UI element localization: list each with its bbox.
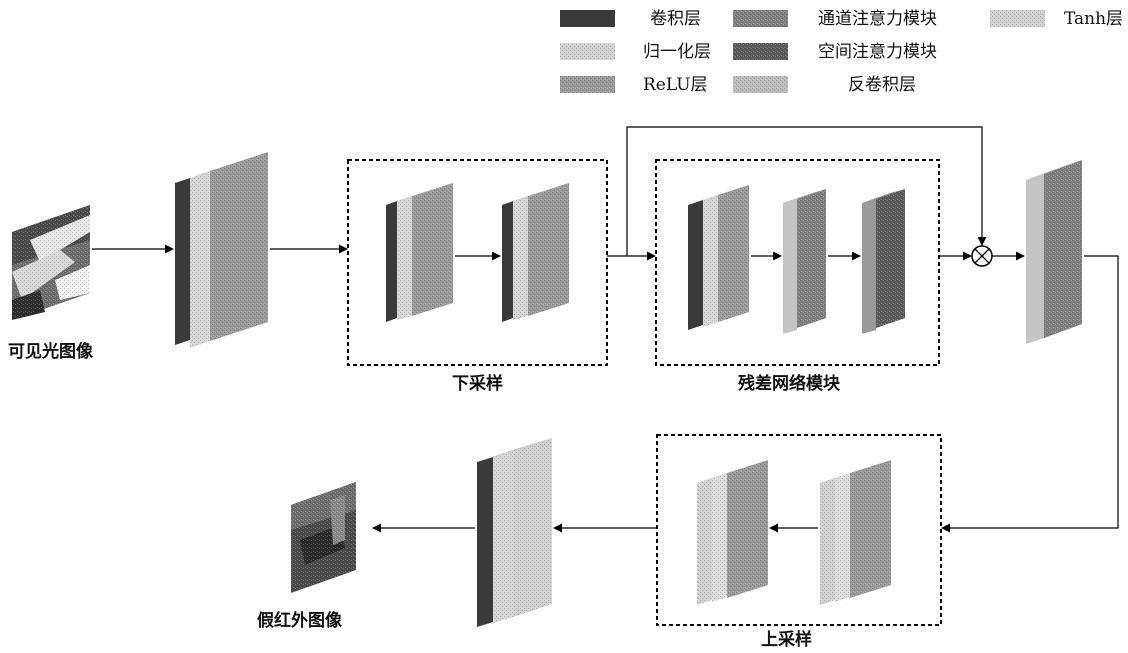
output-conv-block xyxy=(477,438,552,627)
arrow-down-to-upsample xyxy=(941,255,1119,533)
legend-label-relu: ReLU层 xyxy=(643,75,708,95)
legend-label-spatial-attention: 空间注意力模块 xyxy=(818,42,937,62)
legend-label-norm: 归一化层 xyxy=(643,42,711,62)
upsample-label: 上采样 xyxy=(761,629,812,650)
legend-swatch-conv xyxy=(560,10,615,27)
downsample-label: 下采样 xyxy=(452,373,503,394)
spatial-attention-block xyxy=(862,189,905,334)
connectors xyxy=(92,126,1119,533)
residual-conv-block xyxy=(688,185,749,330)
output-image-label: 假红外图像 xyxy=(257,610,343,631)
skip-connection xyxy=(626,126,987,256)
upsample-block-1 xyxy=(697,460,768,605)
legend-label-conv: 卷积层 xyxy=(650,9,701,29)
conv-block-a xyxy=(175,152,268,348)
legend-label-tanh: Tanh层 xyxy=(1064,9,1123,29)
input-image xyxy=(12,205,90,320)
legend-label-deconv: 反卷积层 xyxy=(848,75,916,95)
output-image xyxy=(291,482,356,593)
input-image-label: 可见光图像 xyxy=(8,341,94,362)
multiply-node xyxy=(971,245,993,267)
post-residual-block xyxy=(1026,160,1082,344)
downsample-block-1 xyxy=(386,183,453,322)
residual-box xyxy=(655,159,940,366)
downsample-block-2 xyxy=(502,183,569,322)
upsample-box xyxy=(656,434,942,626)
channel-attention-block xyxy=(783,189,826,334)
upsample-block-2 xyxy=(820,460,891,605)
legend-label-channel-attention: 通道注意力模块 xyxy=(818,9,937,29)
downsample-box xyxy=(347,159,608,366)
residual-label: 残差网络模块 xyxy=(738,373,841,394)
legend: 卷积层 通道注意力模块 Tanh层 归一化层 空间注意力模块 ReLU层 反卷积… xyxy=(560,9,1123,95)
